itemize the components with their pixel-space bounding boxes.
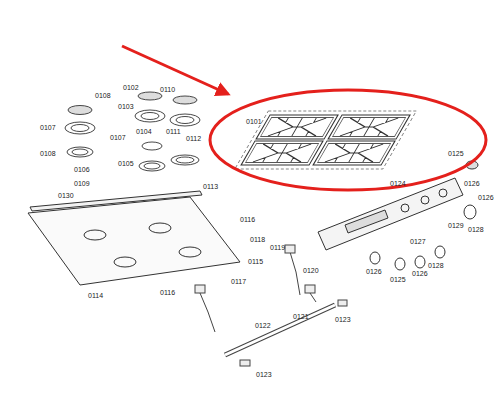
callout-number: 0116: [160, 289, 175, 297]
callout-number: 0121: [293, 313, 309, 321]
callout-number: 0103: [118, 103, 134, 111]
callout-number: 0125: [448, 150, 464, 158]
callout-number: 0120: [303, 267, 319, 275]
callout-number: 0114: [88, 292, 103, 300]
callout-number: 0123: [256, 371, 272, 379]
callout-number: 0105: [118, 160, 134, 168]
control-panel: [318, 161, 478, 270]
callout-number: 0101: [246, 118, 262, 126]
grates: [235, 111, 416, 169]
callout-number: 0129: [448, 222, 464, 230]
callout-number: 0127: [410, 238, 426, 246]
highlight-arrow: [122, 46, 228, 94]
callout-number: 0107: [40, 124, 56, 132]
callout-number: 0125: [390, 276, 406, 284]
callout-number: 0110: [160, 86, 175, 94]
callout-number: 0107: [110, 134, 126, 142]
callout-number: 0128: [468, 226, 484, 234]
callout-number: 0124: [390, 180, 406, 188]
callout-number: 0119: [270, 244, 285, 252]
callout-number: 0123: [335, 316, 351, 324]
cooktop-plate: [28, 191, 240, 285]
highlight-ellipse: [210, 90, 486, 190]
burner-parts: [65, 92, 200, 171]
callout-number: 0118: [250, 236, 265, 244]
callout-number: 0108: [40, 150, 56, 158]
callout-number: 0109: [74, 180, 90, 188]
callout-number: 0116: [240, 216, 255, 224]
callout-number: 0111: [166, 128, 181, 136]
callout-number: 0102: [123, 84, 139, 92]
callout-number: 0113: [203, 183, 218, 191]
callout-number: 0126: [478, 194, 494, 202]
callout-number: 0126: [412, 270, 428, 278]
callout-number: 0104: [136, 128, 152, 136]
callout-number: 0108: [95, 92, 111, 100]
callout-number: 0115: [248, 258, 263, 266]
callout-number: 0117: [231, 278, 246, 286]
callout-number: 0126: [366, 268, 382, 276]
callout-number: 0112: [186, 135, 201, 143]
callout-number: 0122: [255, 322, 271, 330]
callout-number: 0128: [428, 262, 444, 270]
gas-tubing: [195, 245, 347, 366]
callout-number: 0126: [464, 180, 480, 188]
callout-number: 0106: [74, 166, 90, 174]
callout-number: 0130: [58, 192, 74, 200]
